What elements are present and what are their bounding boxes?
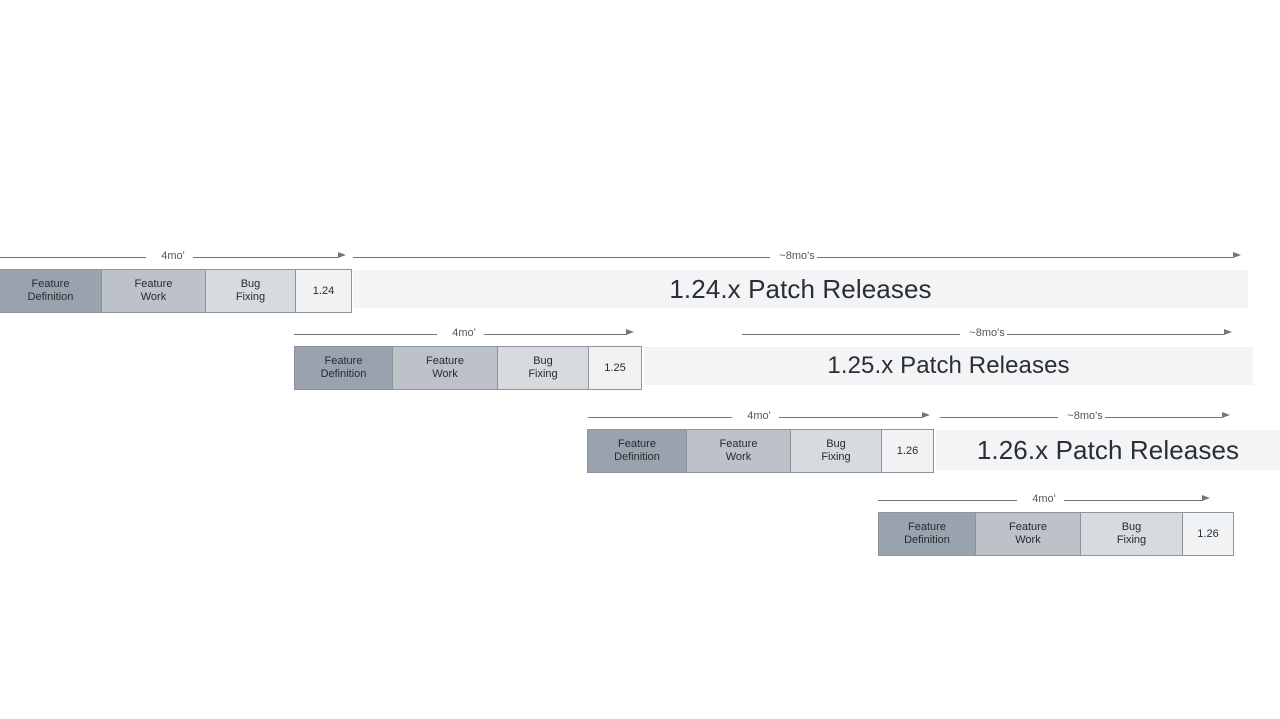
- arrow-head-icon: [1222, 412, 1230, 418]
- arrow-line-right: [193, 257, 339, 258]
- arrow-line-right: [1105, 417, 1223, 418]
- stage-cell: Feature Definition: [0, 269, 102, 313]
- stage-cell: Feature Work: [687, 429, 791, 473]
- arrow-line-right: [1007, 334, 1225, 335]
- arrow-line-left: [353, 257, 770, 258]
- duration-label: ~8mo's: [779, 250, 815, 262]
- patch-release-label: 1.25.x Patch Releases: [827, 352, 1070, 379]
- arrow-line-left: [940, 417, 1058, 418]
- duration-label: ~8mo's: [969, 327, 1005, 339]
- arrow-line-left: [294, 334, 437, 335]
- timeline-row: 4mo' ~8mo's 1.25.x Patch Releases Feature D…: [0, 325, 1280, 390]
- stage-cell: Feature Definition: [294, 346, 393, 390]
- patch-release-label: 1.24.x Patch Releases: [669, 273, 932, 304]
- arrow-line-left: [878, 500, 1017, 501]
- duration-arrow: 4mo': [0, 248, 346, 268]
- duration-arrow: 4mo': [294, 325, 634, 345]
- arrow-line-left: [588, 417, 732, 418]
- version-cell: 1.26: [882, 429, 934, 473]
- stage-cell: Feature Work: [976, 512, 1081, 556]
- stage-cell: Feature Definition: [587, 429, 687, 473]
- version-cell: 1.26: [1183, 512, 1234, 556]
- duration-label: ~8mo's: [1067, 410, 1103, 422]
- arrow-head-icon: [1233, 252, 1241, 258]
- arrow-line-left: [0, 257, 146, 258]
- stage-cell: Bug Fixing: [498, 346, 589, 390]
- arrow-line-right: [1064, 500, 1203, 501]
- patch-release-label: 1.26.x Patch Releases: [976, 434, 1240, 465]
- duration-label: 4mo': [747, 410, 771, 422]
- arrow-line-right: [779, 417, 923, 418]
- arrow-head-icon: [1202, 495, 1210, 501]
- arrow-head-icon: [626, 329, 634, 335]
- measure-strip: 4mo' ~8mo's: [0, 325, 1280, 345]
- arrow-line-right: [817, 257, 1234, 258]
- arrow-head-icon: [1224, 329, 1232, 335]
- duration-arrow: ~8mo's: [742, 325, 1232, 345]
- patch-release-band: 1.24.x Patch Releases: [353, 270, 1248, 308]
- stage-cell: Bug Fixing: [206, 269, 296, 313]
- version-cell: 1.25: [589, 346, 642, 390]
- stage-cell: Feature Work: [102, 269, 206, 313]
- measure-strip: 4mo': [0, 491, 1280, 511]
- patch-release-band: 1.25.x Patch Releases: [644, 347, 1253, 385]
- duration-label: 4mo': [1032, 493, 1056, 505]
- stage-cell: Bug Fixing: [791, 429, 882, 473]
- duration-arrow: ~8mo's: [940, 408, 1230, 428]
- version-cell: 1.24: [296, 269, 352, 313]
- duration-arrow: ~8mo's: [353, 248, 1241, 268]
- timeline-row: 4mo' ~8mo's 1.24.x Patch Releases Feature D…: [0, 248, 1280, 313]
- measure-strip: 4mo' ~8mo's: [0, 248, 1280, 268]
- duration-arrow: 4mo': [878, 491, 1210, 511]
- duration-label: 4mo': [161, 250, 185, 262]
- stage-cell: Feature Definition: [878, 512, 976, 556]
- stage-cell: Bug Fixing: [1081, 512, 1183, 556]
- patch-release-band: 1.26.x Patch Releases: [936, 430, 1280, 470]
- arrow-head-icon: [338, 252, 346, 258]
- arrow-line-left: [742, 334, 960, 335]
- stage-cell: Feature Work: [393, 346, 498, 390]
- timeline-row: 4mo' ~8mo's 1.26.x Patch Releases Feature D…: [0, 408, 1280, 473]
- arrow-head-icon: [922, 412, 930, 418]
- arrow-line-right: [484, 334, 627, 335]
- measure-strip: 4mo' ~8mo's: [0, 408, 1280, 428]
- duration-arrow: 4mo': [588, 408, 930, 428]
- duration-label: 4mo': [452, 327, 476, 339]
